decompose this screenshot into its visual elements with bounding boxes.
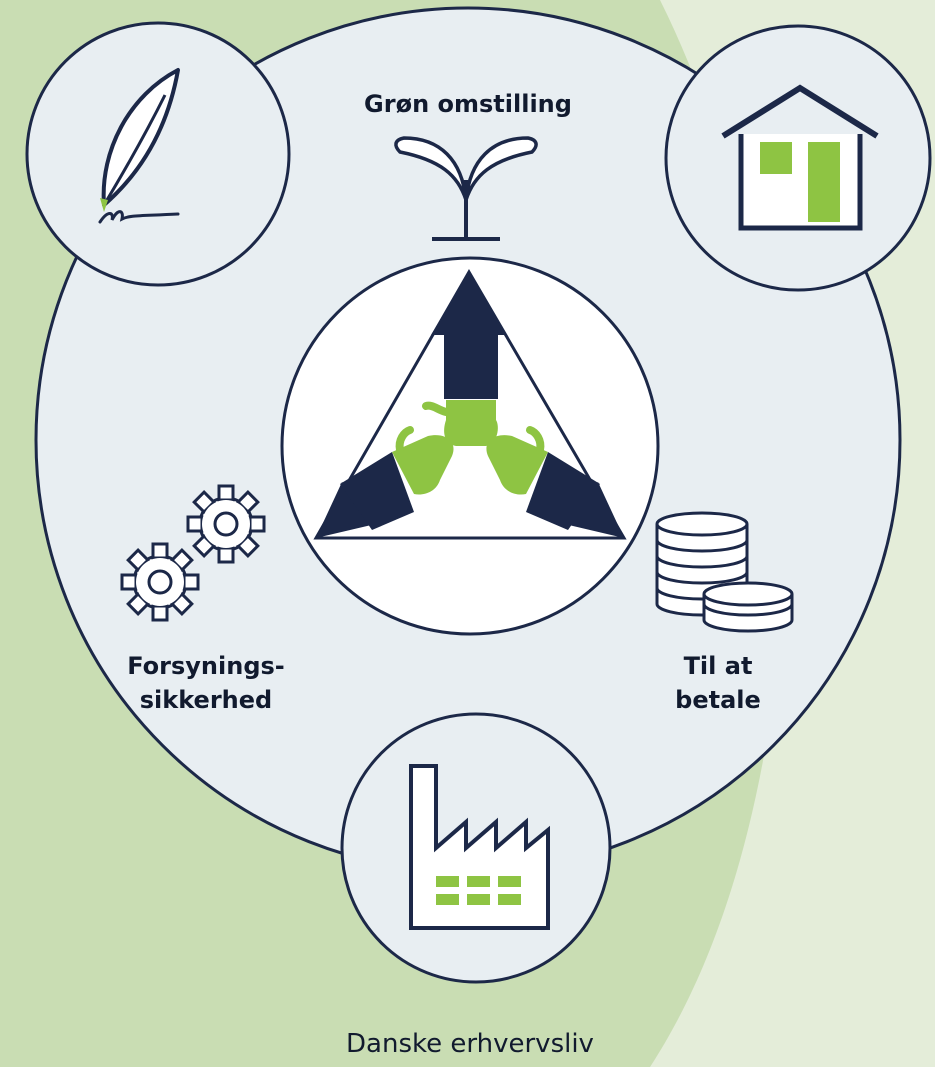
gears-icon [120, 484, 266, 622]
triangle-hands-icon [280, 256, 660, 636]
right-label-line1: Til at [684, 652, 753, 680]
factory-icon [340, 712, 612, 984]
bottom-label: Danske erhvervsliv [346, 1029, 594, 1059]
house-icon [664, 24, 932, 292]
top-label: Grøn omstilling [364, 90, 572, 118]
feather-pen-icon [25, 21, 291, 287]
left-label-line2: sikkerhed [140, 686, 272, 714]
coins-icon [655, 511, 794, 633]
sprout-icon [394, 136, 538, 241]
left-label-line1: Forsynings- [127, 652, 285, 680]
right-label-line2: betale [675, 686, 761, 714]
